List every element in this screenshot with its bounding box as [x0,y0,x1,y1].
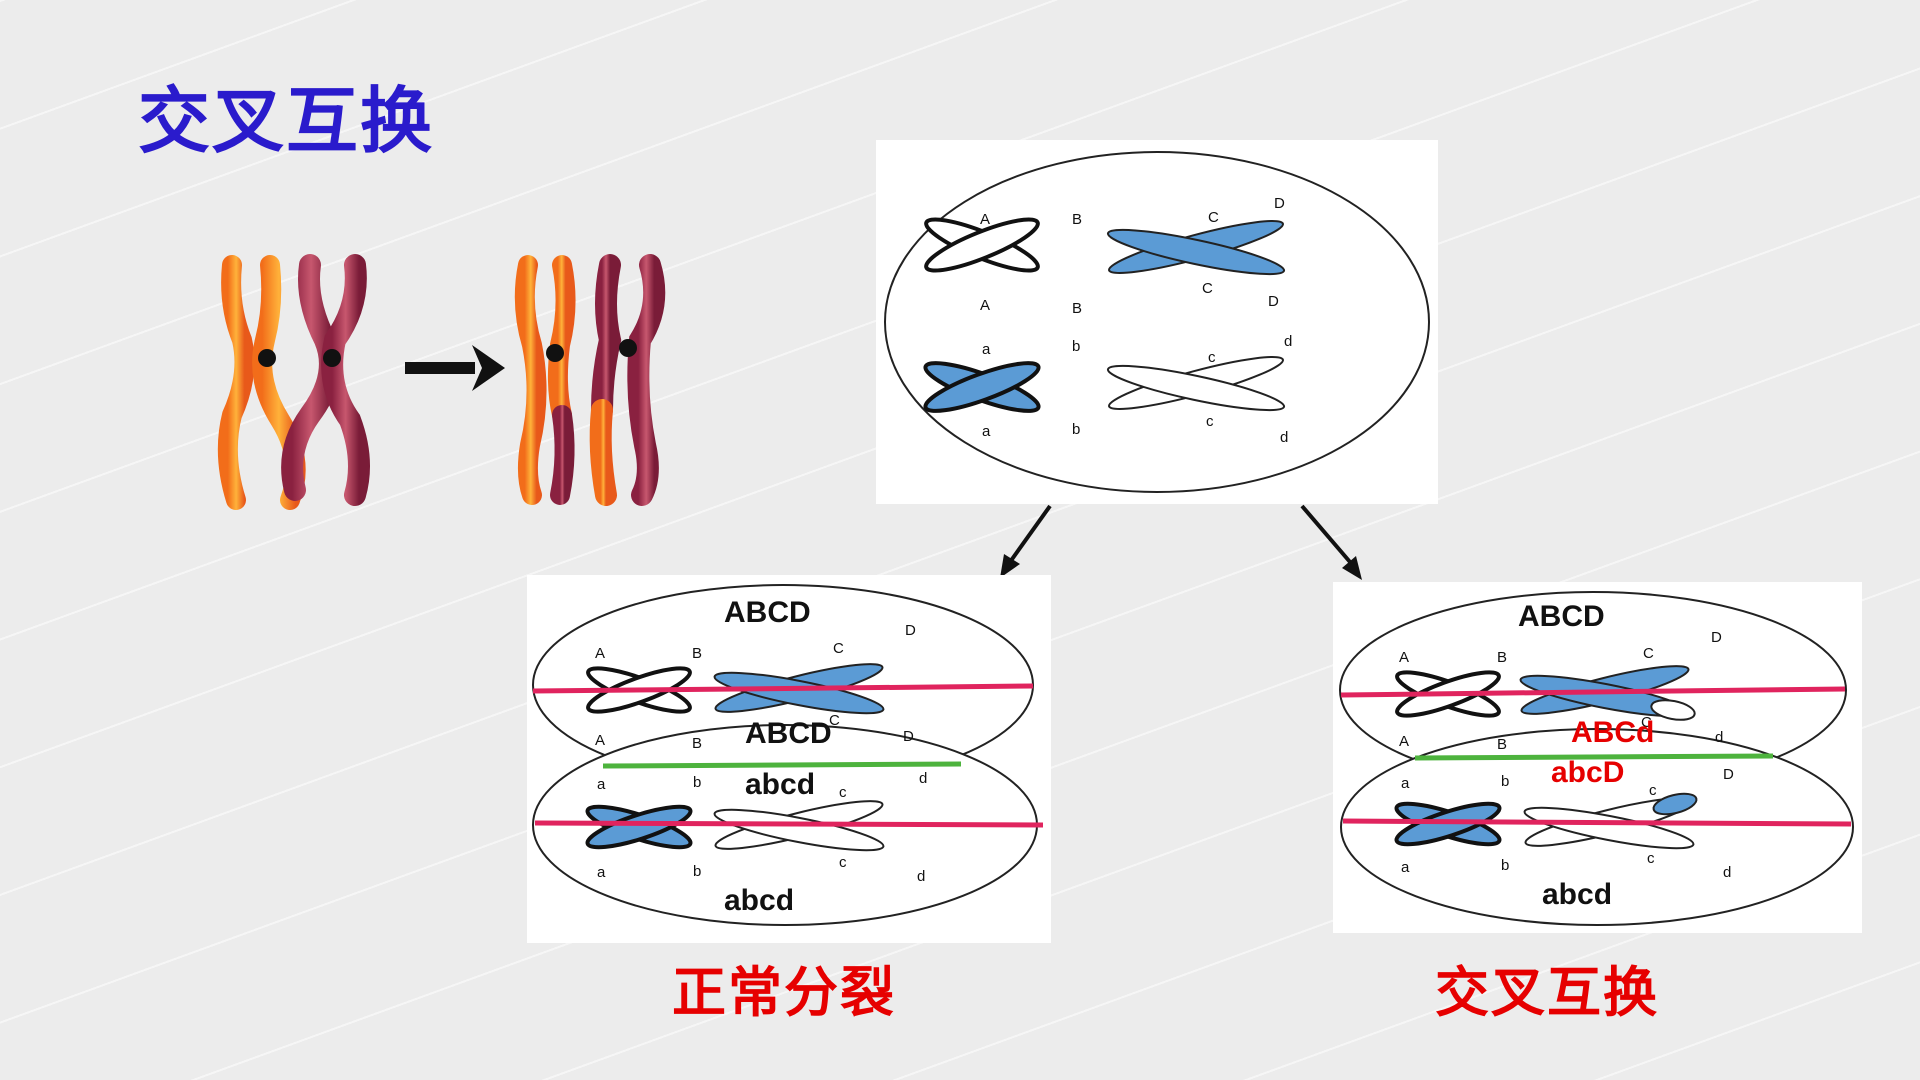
recombinant-sequence: abcD [1551,756,1624,789]
equator-line [1340,686,1846,698]
gene-label: d [1723,864,1731,881]
gene-label: D [905,622,916,639]
equator-line [534,820,1044,828]
gene-label: a [982,423,991,440]
recombinant-sequence: ABCd [1571,716,1654,749]
gene-label: b [693,774,701,791]
gene-label: A [595,645,605,662]
gene-label: A [980,297,990,314]
centromere [323,349,341,367]
slide-title: 交叉互换 [138,79,435,163]
gene-label: A [1399,649,1409,666]
orange-chromatid [514,255,547,505]
gene-label: B [692,645,702,662]
gene-label: D [903,728,914,745]
gene-sequence: ABCD [1518,600,1605,633]
gene-label: b [1072,421,1080,438]
gene-label: a [1401,859,1410,876]
gene-label: D [1274,195,1285,212]
normal-division-panel: ABCD A B A B C D C D ABCD abcd a b a b c… [527,575,1051,943]
gene-label: C [833,640,844,657]
gene-label: B [1072,211,1082,228]
caption-normal-division: 正常分裂 [672,961,896,1024]
division-line [1414,753,1774,761]
gene-label: C [1208,209,1219,226]
gene-label: c [1208,349,1216,366]
gene-label: c [1206,413,1214,430]
orange-chromatid [547,255,576,425]
arrow-left-icon [1000,504,1052,578]
gene-label: a [597,864,606,881]
gene-label: A [595,732,605,749]
maroon-chromatid [591,254,622,421]
caption-crossover: 交叉互换 [1435,961,1659,1024]
gene-label: B [692,735,702,752]
centromere [546,344,564,362]
gene-label: D [1723,766,1734,783]
gene-sequence: abcd [745,768,815,801]
crossover-panel: ABCD A B A B C D C d ABCd abcD a b a b c… [1333,582,1862,933]
chromosome-CD-upper [1106,219,1286,276]
gene-label: D [1711,629,1722,646]
arrow-right-icon [1300,504,1362,580]
equator-line [1342,818,1852,827]
centromere [258,349,276,367]
orange-segment [589,399,617,506]
gene-sequence: ABCD [745,717,832,750]
gene-label: c [839,784,847,801]
gene-label: a [597,776,606,793]
gene-label: b [693,863,701,880]
gene-sequence: abcd [724,884,794,917]
equator-line [532,683,1034,694]
chromosome-AB-upper [924,217,1040,273]
chromosome-illustration [217,254,666,510]
maroon-segment [550,405,575,505]
process-arrow-icon [405,345,505,391]
gene-label: D [1268,293,1279,310]
gene-label: B [1497,649,1507,666]
gene-label: C [1202,280,1213,297]
division-line [602,761,962,769]
gene-label: b [1501,857,1509,874]
gene-label: a [1401,775,1410,792]
gene-label: b [1072,338,1080,355]
gene-label: d [917,868,925,885]
gene-label: B [1497,736,1507,753]
gene-label: b [1501,773,1509,790]
gene-label: C [829,712,840,729]
chromosome-cd-lower [1106,355,1286,412]
orange-chromatid [217,255,255,510]
gene-label: d [1280,429,1288,446]
gene-label: c [839,854,847,871]
gene-label: A [1399,733,1409,750]
gene-label: C [1641,714,1652,731]
gene-label: a [982,341,991,358]
chromosome-ab-lower [923,361,1041,413]
gene-sequence: ABCD [724,596,811,629]
gene-label: d [919,770,927,787]
gene-label: d [1715,729,1723,746]
centromere [619,339,637,357]
gene-label: c [1649,782,1657,799]
gene-sequence: abcd [1542,878,1612,911]
chromosome-ab [585,804,693,850]
gene-label: B [1072,300,1082,317]
gene-label: d [1284,333,1292,350]
gene-label: C [1643,645,1654,662]
parent-cell-panel: A B A B C D C D a b a b c d c d [876,140,1438,504]
branch-arrows [1000,504,1362,580]
maroon-chromatid [321,254,370,506]
gene-label: c [1647,850,1655,867]
maroon-chromatid [627,254,666,506]
gene-label: A [980,211,990,228]
